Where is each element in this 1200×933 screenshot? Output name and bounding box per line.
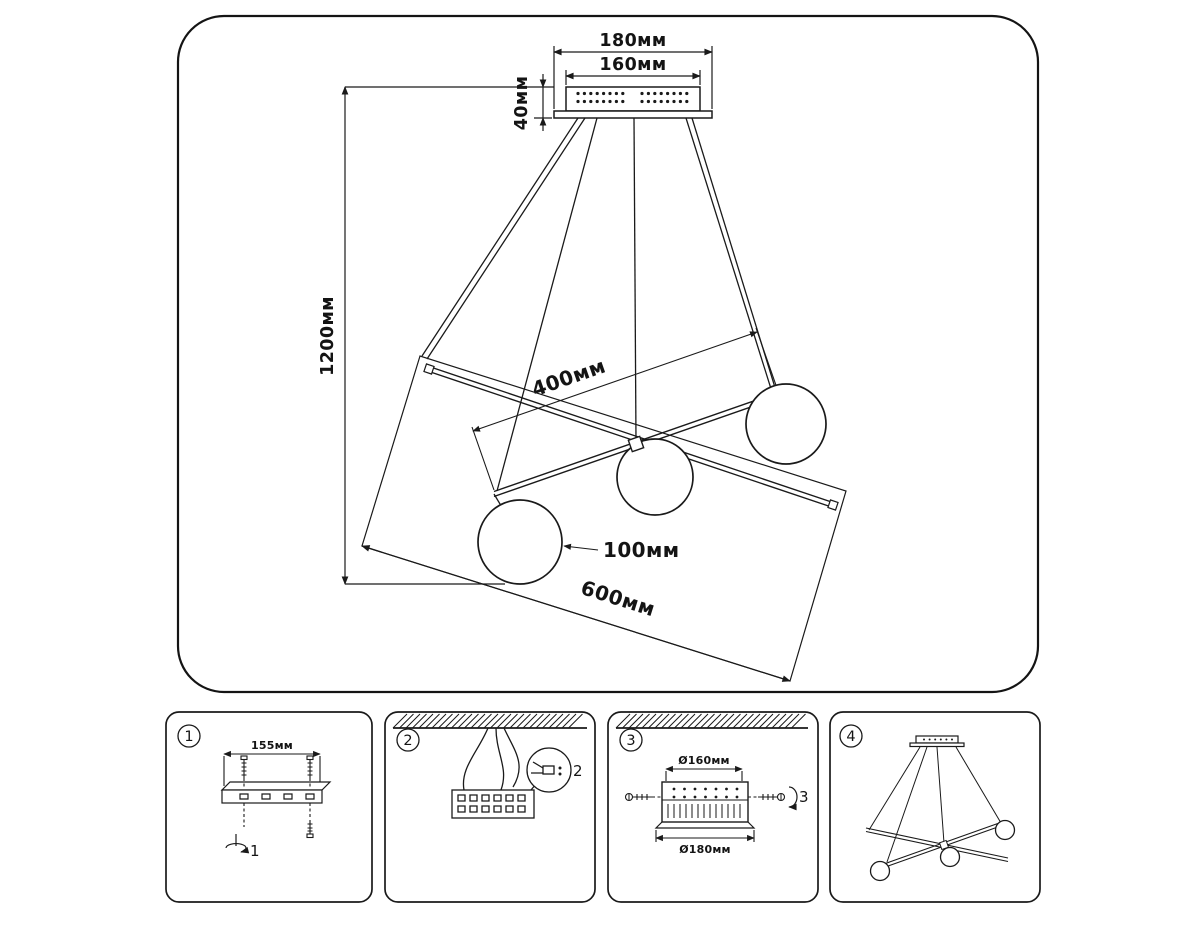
- dim-label-canopy-inner: 160мм: [599, 55, 666, 75]
- mini-cross-connector: [938, 839, 950, 851]
- mini-globe-right: [994, 819, 1016, 841]
- assembled-pendant-preview: [865, 735, 1016, 882]
- panel-frame: [829, 711, 1041, 903]
- turn-direction-symbol: [225, 834, 250, 854]
- canopy-body: [565, 86, 701, 112]
- dim-label-step-outer: Ø180мм: [679, 843, 731, 856]
- callout-1: 1: [250, 842, 260, 860]
- glass-globe-right: [745, 383, 827, 465]
- bracket-dimension: 155мм: [223, 739, 321, 786]
- canopy-led-pattern-right: [640, 91, 689, 104]
- panel-frame: [607, 711, 819, 903]
- dim-globe-diameter: 100мм: [563, 538, 679, 562]
- canopy-base-plate: [553, 110, 713, 119]
- callout-3: 3: [799, 788, 809, 806]
- ceiling-hatch: [392, 713, 587, 729]
- canopy-led-pattern-left: [576, 91, 625, 104]
- connection-detail-magnifier: [526, 747, 572, 793]
- rod-end-cap: [423, 363, 435, 375]
- dim-label-canopy-outer: 180мм: [599, 31, 666, 51]
- dim-label-step-inner: Ø160мм: [678, 754, 730, 767]
- turn-arrow: [788, 786, 798, 811]
- glass-globe-left: [477, 499, 563, 585]
- mini-wires: [868, 746, 1002, 863]
- ceiling-canopy: [553, 86, 713, 119]
- dim-canopy-outer: 180мм: [553, 31, 713, 109]
- step-number-3: 3: [626, 733, 635, 749]
- cross-connector: [627, 435, 645, 453]
- panel-frame: [384, 711, 596, 903]
- canopy-side-view: [654, 781, 756, 829]
- fixture-assembly: [361, 355, 847, 682]
- step-number-circle: [839, 724, 863, 748]
- dim-label-bracket-width: 155мм: [251, 739, 293, 752]
- magnifier-circle: [526, 747, 572, 793]
- driver-plate: [451, 789, 535, 819]
- rod-end-cap: [827, 499, 839, 511]
- ceiling-hatch: [615, 713, 808, 729]
- callout-2: 2: [573, 762, 583, 780]
- dim-canopy-height: 40мм: [512, 74, 552, 131]
- dim-label-canopy-height: 40мм: [512, 76, 532, 131]
- step-number-circle: [619, 728, 643, 752]
- dim-canopy-outer-step: Ø180мм: [655, 830, 755, 856]
- dim-canopy-inner-step: Ø160мм: [665, 754, 743, 781]
- step-number-4: 4: [846, 729, 855, 745]
- step-number-2: 2: [403, 733, 412, 749]
- glass-globe-center: [616, 438, 694, 516]
- dim-canopy-inner: 160мм: [565, 55, 701, 85]
- dim-label-rod-long: 600мм: [578, 575, 658, 621]
- mounting-bracket: [220, 781, 332, 804]
- mini-globe-left: [869, 860, 891, 882]
- step-number-1: 1: [184, 729, 193, 745]
- dim-label-total-drop: 1200мм: [318, 296, 338, 376]
- anchor-screws: [240, 755, 314, 839]
- dim-rod-long: 600мм: [361, 545, 791, 682]
- main-drawing-frame: [176, 14, 1040, 694]
- step-number-circle: [177, 724, 201, 748]
- step-panel-2: 2 2: [384, 711, 596, 903]
- mini-globe-center: [939, 846, 961, 868]
- mini-canopy-base: [909, 742, 965, 748]
- dim-label-globe: 100мм: [603, 538, 679, 562]
- wires-from-ceiling: [462, 727, 520, 791]
- panel-frame: [165, 711, 373, 903]
- step-panel-3: 3 Ø160мм Ø180мм: [607, 711, 819, 903]
- step-number-circle: [396, 728, 420, 752]
- step-panel-4: 4: [829, 711, 1041, 903]
- step-panel-1: 1 155мм 1: [165, 711, 373, 903]
- side-screws: [624, 792, 786, 802]
